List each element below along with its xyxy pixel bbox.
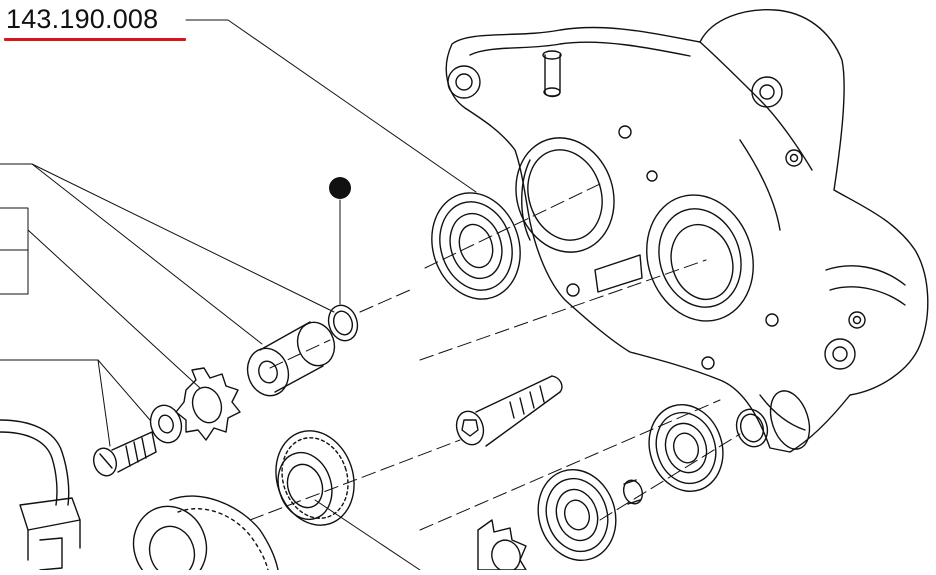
ball-bearing-right <box>648 404 724 492</box>
ball-bearing-lower <box>537 469 617 561</box>
socket-head-screw <box>455 375 563 447</box>
countersunk-screw <box>92 431 157 477</box>
callout-lines <box>0 19 477 571</box>
toothed-belt <box>132 495 279 575</box>
spacer-sleeve <box>246 321 336 397</box>
ball-bearing-upper <box>431 192 521 300</box>
sensor-cable <box>0 419 81 571</box>
crankcase-housing <box>445 9 929 453</box>
small-washer <box>149 404 183 444</box>
callout-dot <box>329 177 351 199</box>
assembly-axes <box>249 183 741 531</box>
needle-roller <box>622 479 644 505</box>
lock-tab-washer-lower <box>477 519 527 573</box>
lock-tab-washer <box>175 367 241 441</box>
part-number-label[interactable]: 143.190.008 <box>6 4 159 34</box>
o-ring <box>327 304 359 342</box>
timing-gear <box>275 430 355 526</box>
circlip <box>735 408 769 448</box>
highlight-underline <box>4 38 186 41</box>
